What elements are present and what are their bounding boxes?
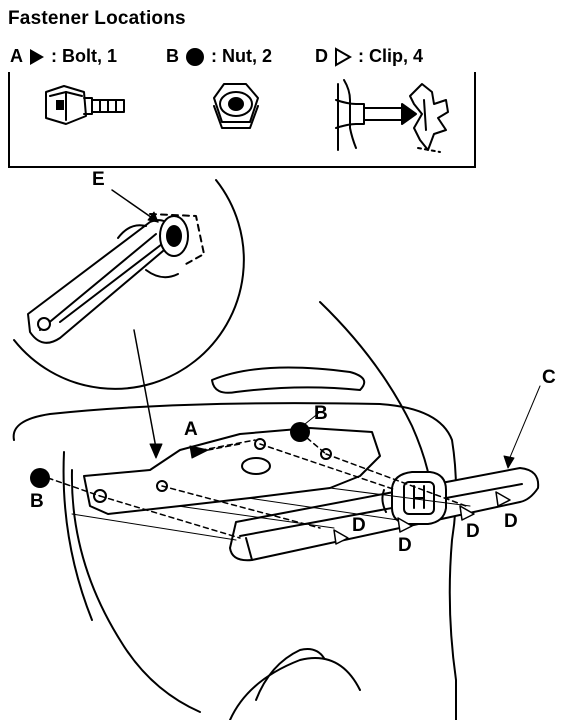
backing-bracket xyxy=(83,427,381,515)
garnish-bar xyxy=(229,467,540,562)
bolt-illustration xyxy=(45,85,125,125)
filled-triangle-icon xyxy=(30,48,44,65)
clip-marker-d2 xyxy=(397,517,413,533)
detail-inset-circle xyxy=(13,179,245,390)
callout-a: A xyxy=(184,419,198,440)
legend-box-frame xyxy=(8,72,476,168)
legend-label-bolt: : Bolt, 1 xyxy=(51,46,117,66)
callout-b-top: B xyxy=(314,403,328,424)
legend-row: A : Bolt, 1 B : Nut, 2 D : Clip, 4 xyxy=(8,46,478,70)
legend-letter-d: D xyxy=(315,46,328,66)
legend-item-nut: B : Nut, 2 xyxy=(166,46,272,67)
clip-marker-d3 xyxy=(459,505,475,521)
nut-marker-b-top xyxy=(290,422,310,442)
legend-item-bolt: A : Bolt, 1 xyxy=(10,46,117,67)
callout-d4: D xyxy=(504,511,518,532)
clip-illustration xyxy=(335,79,449,153)
callout-b-left: B xyxy=(30,491,44,512)
legend-letter-a: A xyxy=(10,46,23,66)
clip-marker-d4 xyxy=(495,491,511,507)
callout-d1: D xyxy=(352,515,366,536)
legend-label-nut: : Nut, 2 xyxy=(211,46,272,66)
callout-c: C xyxy=(542,367,556,388)
filled-circle-icon xyxy=(186,47,204,66)
diagram-title: Fastener Locations xyxy=(8,8,186,29)
legend-label-clip: : Clip, 4 xyxy=(358,46,424,66)
callout-d3: D xyxy=(466,521,480,542)
bolt-marker-a xyxy=(189,445,209,459)
nut-illustration xyxy=(213,83,259,129)
legend-letter-b: B xyxy=(166,46,179,66)
callout-d2: D xyxy=(398,535,412,556)
callout-e: E xyxy=(92,169,105,190)
clip-marker-d1 xyxy=(333,529,349,545)
tailgate-outline xyxy=(12,402,457,720)
outline-triangle-icon xyxy=(335,46,352,67)
legend-item-clip: D : Clip, 4 xyxy=(315,46,423,67)
nut-marker-b-left xyxy=(30,468,50,488)
